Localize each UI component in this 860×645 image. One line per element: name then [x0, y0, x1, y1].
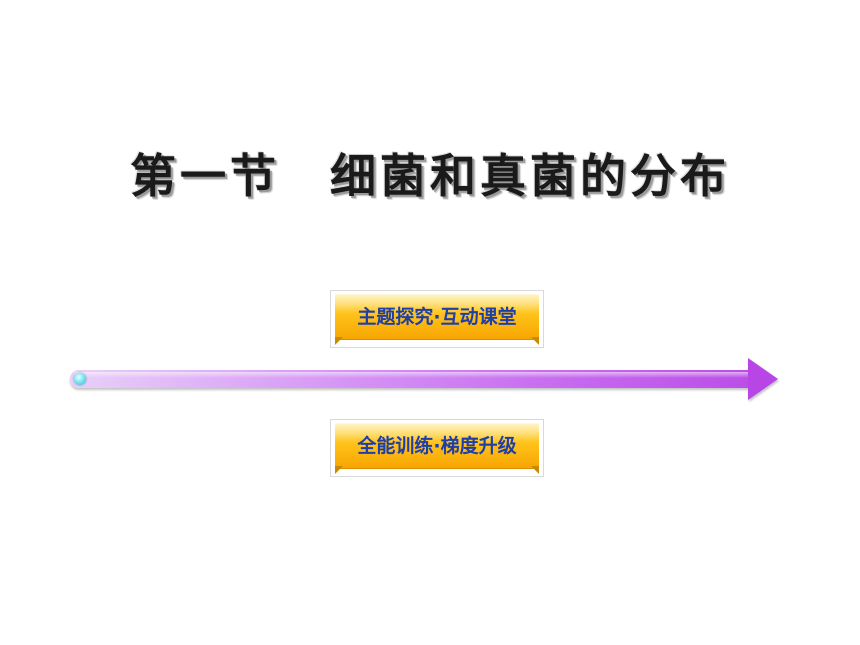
arrow-head-icon [748, 358, 778, 400]
slide-title: 第一节 细菌和真菌的分布 [130, 149, 730, 203]
timeline-arrow [70, 358, 782, 400]
button-corner-left [335, 337, 343, 345]
training-button-label: 全能训练·梯度升级 [357, 435, 517, 457]
button-face [335, 294, 539, 340]
button-corner-left [335, 466, 343, 474]
comprehensive-training-button[interactable]: 全能训练·梯度升级 [330, 419, 544, 477]
arrow-shaft [70, 370, 750, 388]
explore-interactive-class-button[interactable]: 主题探究·互动课堂 [330, 290, 544, 348]
explore-button-label: 主题探究·互动课堂 [357, 306, 517, 328]
button-corner-right [531, 466, 539, 474]
button-face [335, 423, 539, 469]
button-corner-right [531, 337, 539, 345]
arrow-start-dot-icon [74, 373, 86, 385]
